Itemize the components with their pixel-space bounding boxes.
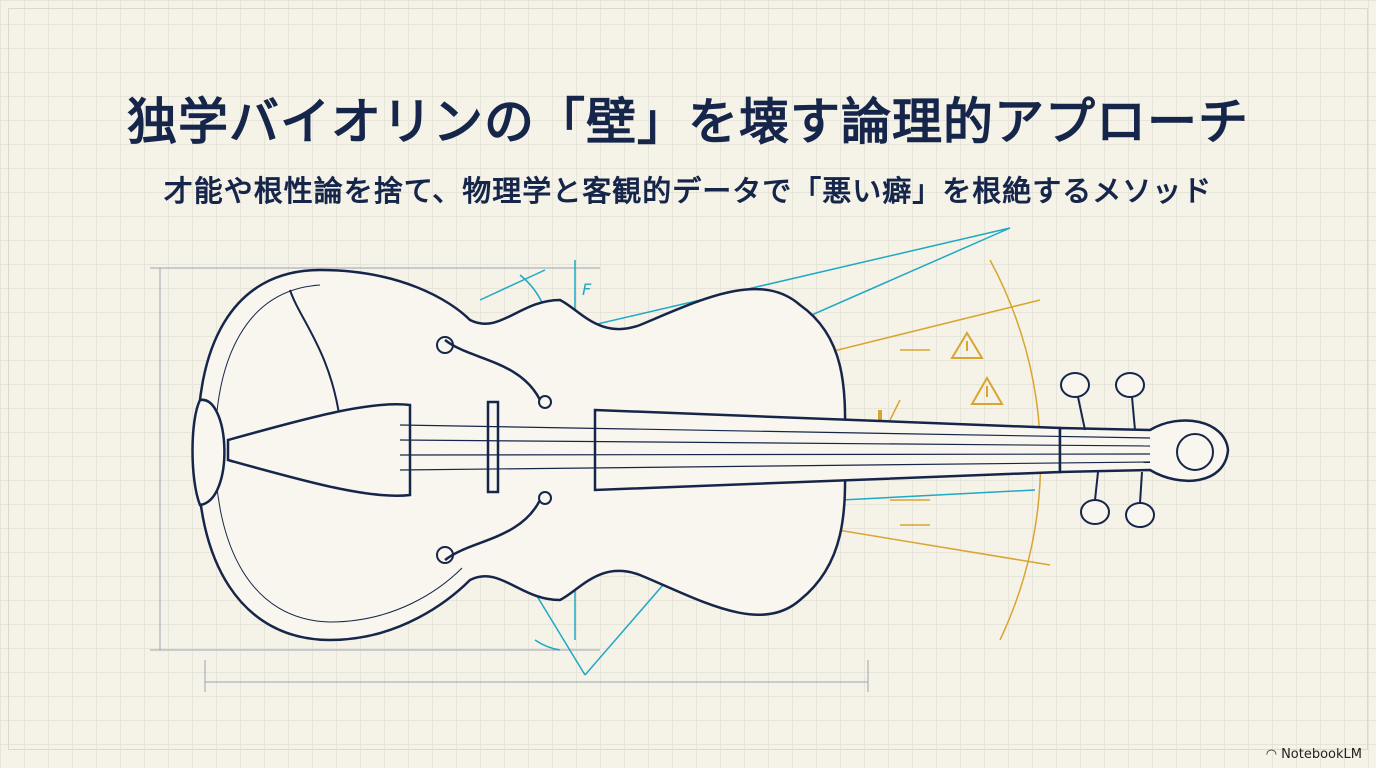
notebooklm-branding: ◠ NotebookLM <box>1266 747 1362 762</box>
brand-name: NotebookLM <box>1281 747 1362 762</box>
notebooklm-logo-icon: ◠ <box>1265 747 1278 762</box>
slide-title: 独学バイオリンの「壁」を壊す論理的アプローチ <box>127 93 1249 151</box>
warning-triangle-icon <box>950 331 1004 405</box>
force-label: F <box>582 280 592 299</box>
violin-strings <box>399 424 1151 471</box>
slide-frame <box>8 8 1368 750</box>
slide-subtitle: 才能や根性論を捨て、物理学と客観的データで「悪い癖」を根絶するメソッド <box>163 174 1213 208</box>
dimension-lines <box>150 267 869 692</box>
